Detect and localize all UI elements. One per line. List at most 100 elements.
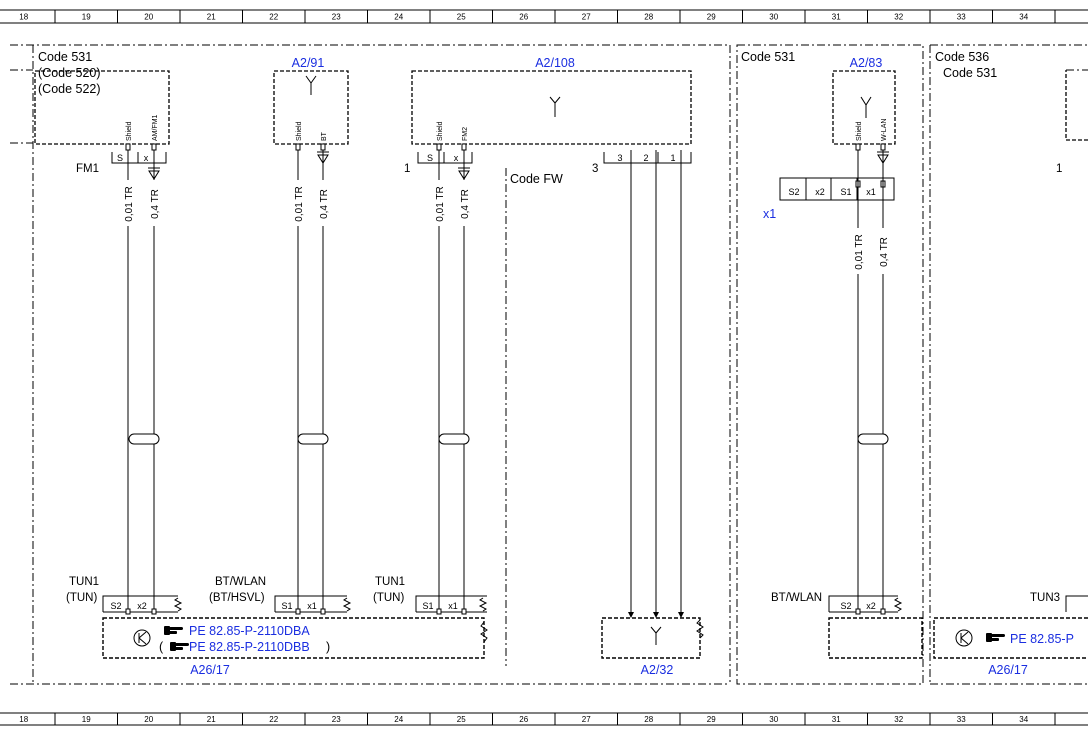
grid-column-number: 28 bbox=[644, 13, 653, 22]
a2-32-box bbox=[601, 617, 701, 659]
grid-column-number: 27 bbox=[582, 715, 591, 724]
grid-column-number: 26 bbox=[519, 13, 528, 22]
pin-label: x bbox=[144, 153, 149, 163]
grid-column-number: 19 bbox=[82, 13, 91, 22]
grid-column-number: 18 bbox=[19, 13, 28, 22]
grid-column-number: 24 bbox=[394, 715, 403, 724]
grid-column-number: 20 bbox=[144, 13, 153, 22]
code-531-label-c: Code 531 bbox=[943, 66, 997, 80]
grid-column-number: 27 bbox=[582, 13, 591, 22]
grid-column-number: 22 bbox=[269, 13, 278, 22]
wire-label: 0,4 TR bbox=[460, 189, 471, 219]
pin-number-label: 3 bbox=[592, 163, 598, 175]
grid-column-number: 32 bbox=[894, 715, 903, 724]
a2-108-box bbox=[411, 70, 692, 145]
a26-17-box-top bbox=[34, 70, 170, 145]
a2-108-link[interactable]: A2/108 bbox=[535, 56, 575, 70]
pin-label: x2 bbox=[866, 601, 876, 611]
grid-column-number: 18 bbox=[19, 715, 28, 724]
connector-arrow-icon bbox=[628, 612, 684, 618]
code-fw-label: Code FW bbox=[510, 172, 563, 186]
pin-label: FM2 bbox=[462, 127, 469, 141]
wire-label: 0,01 TR bbox=[294, 186, 305, 221]
wire-label: 0,4 TR bbox=[319, 189, 330, 219]
grid-column-number: 33 bbox=[957, 715, 966, 724]
tun1-label-b: TUN1 bbox=[375, 576, 405, 588]
pin-label: S1 bbox=[422, 601, 433, 611]
pe-reference-link[interactable]: PE 82.85-P-2110DBA bbox=[189, 624, 310, 638]
grid-column-number: 30 bbox=[769, 715, 778, 724]
pin-label: x2 bbox=[815, 187, 825, 197]
wire-label: 0,01 TR bbox=[854, 234, 865, 269]
tun-label: (TUN) bbox=[66, 592, 97, 604]
a26-17-link[interactable]: A26/17 bbox=[190, 663, 230, 677]
wire-label: 0,4 TR bbox=[879, 237, 890, 267]
code-522-label: (Code 522) bbox=[38, 82, 101, 96]
a26-17-box-bottom bbox=[102, 617, 485, 659]
pin-label: Shield bbox=[856, 121, 863, 141]
antenna-icon bbox=[650, 626, 662, 645]
grid-column-number: 24 bbox=[394, 13, 403, 22]
bt-wlan-label-b: BT/WLAN bbox=[771, 592, 822, 604]
grid-column-number: 33 bbox=[957, 13, 966, 22]
a2-32-link[interactable]: A2/32 bbox=[641, 663, 674, 677]
grid-column-number: 23 bbox=[332, 13, 341, 22]
grid-column-number: 31 bbox=[832, 13, 841, 22]
grid-column-number: 29 bbox=[707, 715, 716, 724]
code-531-label-b: Code 531 bbox=[741, 50, 795, 64]
grid-column-number: 34 bbox=[1019, 13, 1028, 22]
bt-wlan-label: BT/WLAN bbox=[215, 576, 266, 588]
pe-reference-link[interactable]: PE 82.85-P-2110DBB bbox=[189, 640, 310, 654]
code-520-label: (Code 520) bbox=[38, 66, 101, 80]
grid-column-number: 26 bbox=[519, 715, 528, 724]
pin-label: BT bbox=[321, 131, 328, 141]
pin-label: Shield bbox=[296, 121, 303, 141]
pin-label: 1 bbox=[670, 153, 675, 163]
frame-lines bbox=[10, 44, 1088, 685]
a26-17-box-far-right bbox=[933, 617, 1088, 659]
pin-label: S bbox=[117, 153, 123, 163]
shielded-cable-icon bbox=[128, 433, 889, 445]
grid-column-number: 28 bbox=[644, 715, 653, 724]
tuner-icon bbox=[133, 629, 973, 647]
tun-label-b: (TUN) bbox=[373, 592, 404, 604]
grid-column-number: 31 bbox=[832, 715, 841, 724]
a2-83-link[interactable]: A2/83 bbox=[850, 56, 883, 70]
pin-label: x2 bbox=[137, 601, 147, 611]
pin-number-label: 1 bbox=[1056, 163, 1062, 175]
a26-17-box-right bbox=[828, 617, 923, 659]
pin-label: x bbox=[454, 153, 459, 163]
a26-17-link-b[interactable]: A26/17 bbox=[988, 663, 1028, 677]
pin-label: S bbox=[427, 153, 433, 163]
a2-91-link[interactable]: A2/91 bbox=[292, 56, 325, 70]
pe-reference-link[interactable]: PE 82.85-P bbox=[1010, 632, 1074, 646]
a2-83-box bbox=[832, 70, 896, 145]
pin-label: S1 bbox=[840, 187, 851, 197]
pin-label: x1 bbox=[307, 601, 317, 611]
pointing-hand-icon bbox=[164, 626, 1005, 651]
tun1-label: TUN1 bbox=[69, 576, 99, 588]
bt-hsvl-label: (BT/HSVL) bbox=[209, 592, 265, 604]
x1-link[interactable]: x1 bbox=[763, 207, 776, 221]
grid-column-number: 30 bbox=[769, 13, 778, 22]
wire-label: 0,01 TR bbox=[435, 186, 446, 221]
pin-label: W-LAN bbox=[881, 119, 888, 141]
pin-label: x1 bbox=[448, 601, 458, 611]
wire-label: 0,01 TR bbox=[124, 186, 135, 221]
code-531-label: Code 531 bbox=[38, 50, 92, 64]
a2-91-box bbox=[273, 70, 349, 145]
paren-close: ) bbox=[326, 640, 330, 654]
fm1-label: FM1 bbox=[76, 163, 99, 175]
pin-label: Shield bbox=[126, 121, 133, 141]
code-536-label: Code 536 bbox=[935, 50, 989, 64]
wire-label: 0,4 TR bbox=[150, 189, 161, 219]
pin-label: AM/FM1 bbox=[152, 114, 159, 141]
grid-column-number: 29 bbox=[707, 13, 716, 22]
connector-strips bbox=[111, 152, 895, 201]
pin-label: S2 bbox=[110, 601, 121, 611]
grid-column-number: 25 bbox=[457, 715, 466, 724]
tun3-label: TUN3 bbox=[1030, 592, 1060, 604]
